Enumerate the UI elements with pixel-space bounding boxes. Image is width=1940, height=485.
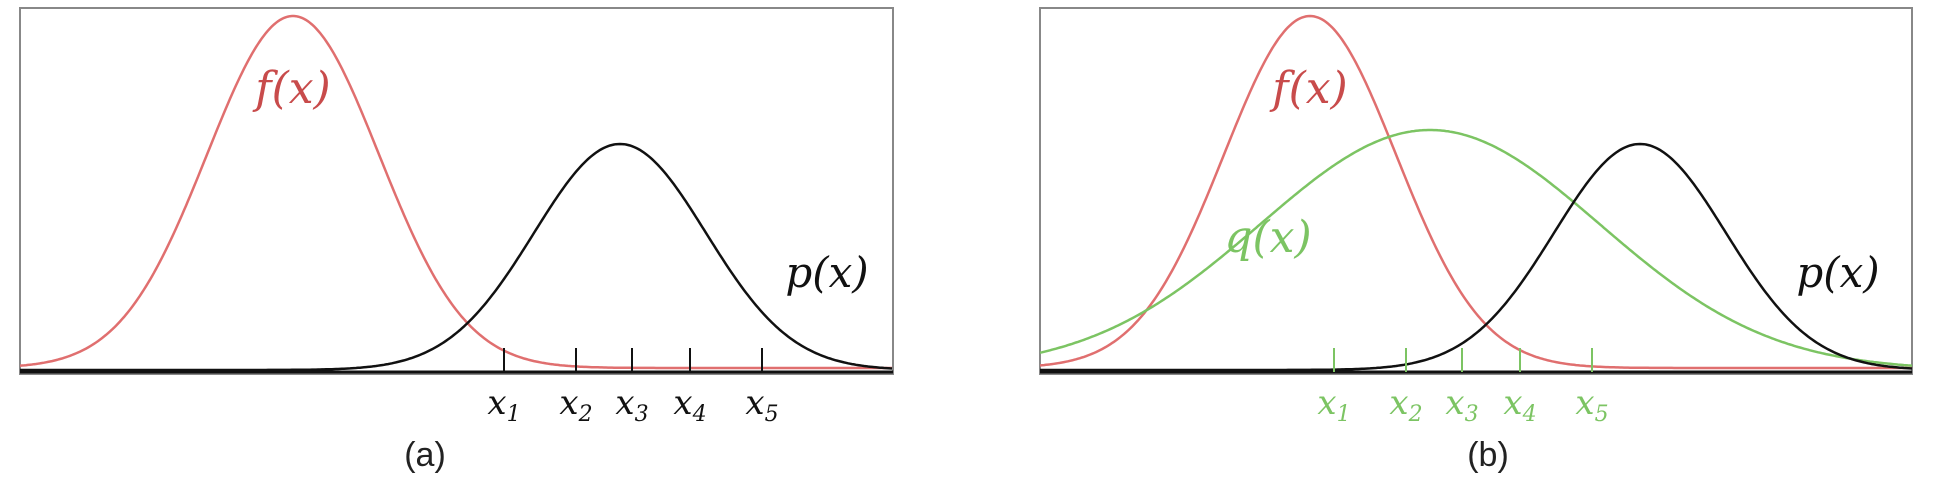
panel-b-p-curve bbox=[1040, 142, 1913, 372]
panel-a-sample-label-1-base: x bbox=[487, 383, 506, 423]
panel-b-sample-label-2-base: x bbox=[1389, 383, 1408, 423]
panel-a-sample-label-3-base: x bbox=[615, 383, 634, 423]
panel-a-f-curve bbox=[19, 14, 892, 370]
panel-b-sample-label-1: x1 bbox=[1317, 383, 1350, 427]
panel-a-sample-label-4-base: x bbox=[673, 383, 692, 423]
panel-a-sample-label-2-base: x bbox=[559, 383, 578, 423]
panel-b-sample-label-1-subscript: 1 bbox=[1337, 402, 1351, 427]
panel-a-sample-label-4-subscript: 4 bbox=[692, 402, 707, 427]
panel-a-sample-label-2: x2 bbox=[559, 383, 592, 427]
panel-b-sample-label-2: x2 bbox=[1389, 383, 1422, 427]
panel-b-q-curve bbox=[1039, 128, 1913, 367]
panel-b-caption: (b) bbox=[1467, 436, 1509, 474]
panel-a-f-label: f(x) bbox=[252, 63, 330, 114]
panel-b-sample-label-4-base: x bbox=[1503, 383, 1522, 423]
panel-a-sample-label-4: x4 bbox=[673, 383, 706, 427]
panel-b-sample-label-2-subscript: 2 bbox=[1408, 402, 1423, 427]
panel-b-sample-label-3-subscript: 3 bbox=[1465, 402, 1479, 427]
panel-b-sample-ticks bbox=[1333, 348, 1593, 372]
panel-b-f-label: f(x) bbox=[1269, 63, 1347, 114]
panel-b-sample-label-4: x4 bbox=[1503, 383, 1536, 427]
panel-a-sample-label-2-subscript: 2 bbox=[578, 402, 593, 427]
panel-a-sample-ticks bbox=[503, 348, 763, 372]
panel-b-q-label: q(x) bbox=[1224, 212, 1311, 263]
panel-a-sample-label-3-subscript: 3 bbox=[635, 402, 649, 427]
panel-b-sample-label-5: x5 bbox=[1575, 383, 1608, 427]
panel-a-p-curve bbox=[20, 142, 893, 372]
panel-a-sample-label-1: x1 bbox=[487, 383, 520, 427]
panel-b-sample-label-1-base: x bbox=[1317, 383, 1336, 423]
panel-b-sample-label-3: x3 bbox=[1445, 383, 1478, 427]
panel-a-sample-label-1-subscript: 1 bbox=[507, 402, 521, 427]
panel-a-sample-label-5-subscript: 5 bbox=[765, 402, 779, 427]
panel-b-sample-label-3-base: x bbox=[1445, 383, 1464, 423]
panel-b-sample-label-5-subscript: 5 bbox=[1595, 402, 1609, 427]
panel-a-caption: (a) bbox=[404, 436, 446, 474]
panel-b-f-curve bbox=[1039, 14, 1912, 370]
panel-b-p-label: p(x) bbox=[1796, 248, 1879, 297]
panel-a-frame bbox=[19, 7, 894, 375]
panel-a-p-label: p(x) bbox=[785, 248, 868, 297]
panel-b-sample-label-4-subscript: 4 bbox=[1522, 402, 1537, 427]
panel-a-sample-label-5: x5 bbox=[745, 383, 778, 427]
panel-a-sample-label-3: x3 bbox=[615, 383, 648, 427]
panel-b-sample-label-5-base: x bbox=[1575, 383, 1594, 423]
panel-b-frame bbox=[1039, 7, 1913, 375]
panel-a-sample-label-5-base: x bbox=[745, 383, 764, 423]
